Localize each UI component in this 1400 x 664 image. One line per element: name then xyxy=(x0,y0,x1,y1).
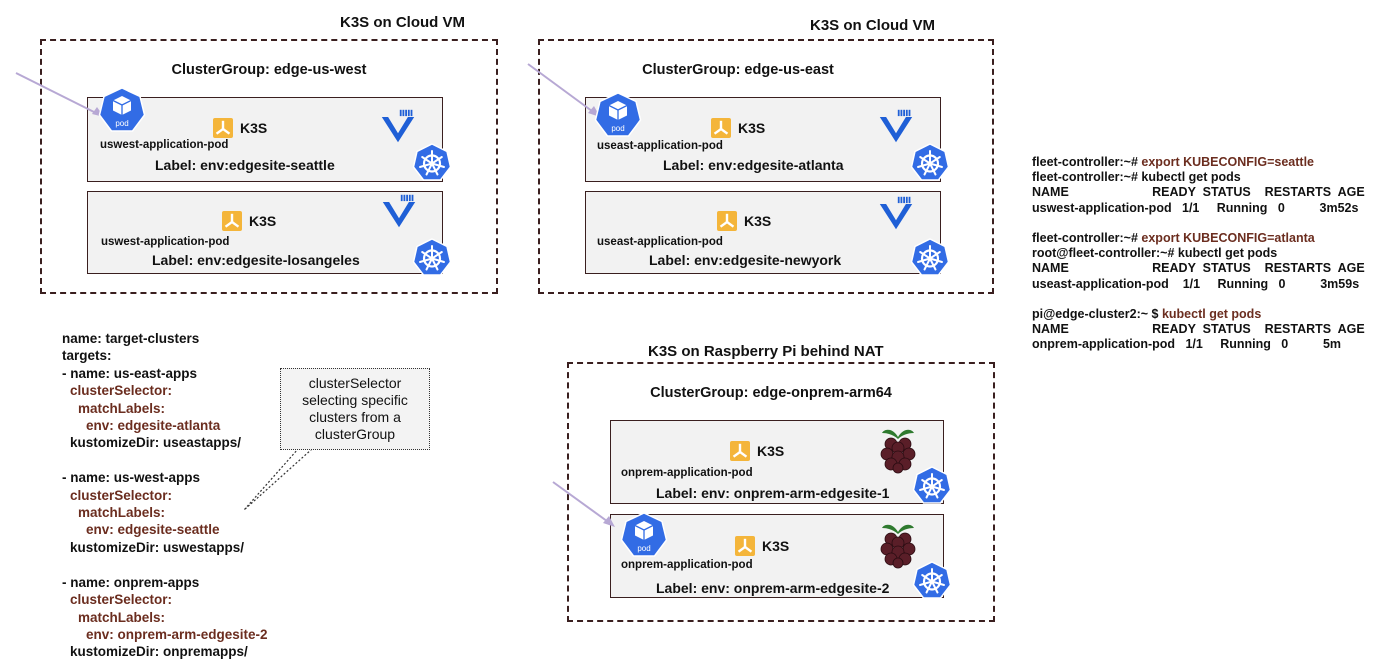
pod-icon-label: pod xyxy=(611,124,625,133)
yaml-line: kustomizeDir: onpremapps/ xyxy=(70,644,248,660)
clustergroup-title-east: ClusterGroup: edge-us-east xyxy=(642,62,834,78)
k3s-label: K3S xyxy=(757,443,785,459)
yaml-line: clusterSelector: xyxy=(70,487,173,503)
vm-box-east xyxy=(538,39,994,294)
pod-icon-east: pod xyxy=(594,92,642,140)
terminal-line: NAME READY STATUS RESTARTS AGE xyxy=(1032,185,1365,200)
callout-pointer xyxy=(243,448,313,511)
terminal-blank xyxy=(1032,216,1365,231)
clustergroup-title-west: ClusterGroup: edge-us-west xyxy=(171,62,367,78)
cluster-label-arm-2: Label: env: onprem-arm-edgesite-2 xyxy=(656,580,890,596)
k3s-icon xyxy=(213,118,233,138)
terminal-blank xyxy=(1032,292,1365,307)
k3s-badge-arm-2: K3S xyxy=(735,536,789,556)
pod-icon-west: pod xyxy=(98,87,146,135)
k3s-icon xyxy=(730,441,750,461)
kubernetes-icon xyxy=(910,143,950,183)
yaml-line: - name: us-west-apps xyxy=(62,470,201,486)
yaml-line: matchLabels: xyxy=(78,400,166,416)
vm-title-east: K3S on Cloud VM xyxy=(810,17,935,34)
terminal-line: fleet-controller:~# kubectl get pods xyxy=(1032,170,1241,185)
yaml-blank xyxy=(62,452,268,469)
cluster-atlanta xyxy=(585,97,941,182)
k3s-label: K3S xyxy=(762,538,790,554)
pod-name-arm-2: onprem-application-pod xyxy=(621,559,753,571)
pod-name-atlanta: useast-application-pod xyxy=(597,140,723,152)
yaml-line: kustomizeDir: uswestapps/ xyxy=(70,539,245,555)
yaml-line: clusterSelector: xyxy=(70,383,173,399)
terminal-line: useast-application-pod 1/1 Running 0 3m5… xyxy=(1032,276,1360,291)
arrow-west xyxy=(15,72,104,117)
k3s-icon xyxy=(711,118,731,138)
yaml-blank xyxy=(62,556,268,573)
pod-name-arm-1: onprem-application-pod xyxy=(621,467,753,479)
rancher-v-icon xyxy=(381,193,417,229)
yaml-line: targets: xyxy=(62,348,112,364)
rancher-v-icon xyxy=(380,108,416,144)
kubernetes-icon xyxy=(412,143,452,183)
cluster-selector-callout: clusterSelector selecting specific clust… xyxy=(280,368,430,450)
callout-line: clusterSelector xyxy=(308,375,402,391)
yaml-line: matchLabels: xyxy=(78,505,166,521)
k3s-label: K3S xyxy=(249,213,277,229)
cluster-label-losangeles: Label: env:edgesite-losangeles xyxy=(152,252,360,268)
callout-line: clusters from a xyxy=(309,409,401,425)
k3s-badge-arm-1: K3S xyxy=(730,441,784,461)
vm-title-onprem: K3S on Raspberry Pi behind NAT xyxy=(648,343,884,360)
arrow-onprem xyxy=(552,481,615,527)
pod-icon-onprem: pod xyxy=(620,512,668,560)
kubernetes-icon xyxy=(912,561,952,601)
k3s-label: K3S xyxy=(240,120,268,136)
k3s-badge-seattle: K3S xyxy=(213,118,267,138)
k3s-icon xyxy=(735,536,755,556)
terminal-line: fleet-controller:~# export KUBECONFIG=se… xyxy=(1032,155,1315,169)
k3s-badge-newyork: K3S xyxy=(717,211,771,231)
cluster-label-newyork: Label: env:edgesite-newyork xyxy=(649,252,842,268)
yaml-line: matchLabels: xyxy=(78,609,166,625)
k3s-icon xyxy=(222,211,242,231)
yaml-line: clusterSelector: xyxy=(70,592,173,608)
terminal-line: onprem-application-pod 1/1 Running 0 5m xyxy=(1032,337,1342,352)
terminal-line: uswest-application-pod 1/1 Running 0 3m5… xyxy=(1032,200,1359,215)
clustergroup-title-onprem: ClusterGroup: edge-onprem-arm64 xyxy=(650,385,892,401)
terminal-line: NAME READY STATUS RESTARTS AGE xyxy=(1032,322,1365,337)
terminal-line: fleet-controller:~# export KUBECONFIG=at… xyxy=(1032,231,1315,246)
vm-box-west xyxy=(40,39,498,294)
yaml-line: - name: us-east-apps xyxy=(62,365,198,381)
pod-icon-label: pod xyxy=(115,119,129,128)
k3s-badge-atlanta: K3S xyxy=(711,118,765,138)
callout-line: clusterGroup xyxy=(314,426,396,442)
terminal-output: fleet-controller:~# export KUBECONFIG=se… xyxy=(1032,155,1365,353)
cluster-seattle xyxy=(87,97,443,182)
vm-title-west: K3S on Cloud VM xyxy=(340,14,465,31)
yaml-line: kustomizeDir: useastapps/ xyxy=(70,435,242,451)
cluster-label-arm-1: Label: env: onprem-arm-edgesite-1 xyxy=(656,485,890,501)
pod-icon-label: pod xyxy=(637,544,651,553)
terminal-line: root@fleet-controller:~# kubectl get pod… xyxy=(1032,246,1278,261)
pod-name-losangeles: uswest-application-pod xyxy=(101,236,230,248)
pod-name-seattle: uswest-application-pod xyxy=(100,139,229,151)
pod-name-newyork: useast-application-pod xyxy=(597,236,723,248)
yaml-line: env: onprem-arm-edgesite-2 xyxy=(86,626,268,642)
cluster-losangeles xyxy=(87,191,443,274)
yaml-line: env: edgesite-seattle xyxy=(86,522,220,538)
cluster-label-atlanta: Label: env:edgesite-atlanta xyxy=(663,157,844,173)
yaml-line: - name: onprem-apps xyxy=(62,574,200,590)
terminal-line: NAME READY STATUS RESTARTS AGE xyxy=(1032,261,1365,276)
rancher-v-icon xyxy=(878,108,914,144)
k3s-label: K3S xyxy=(744,213,772,229)
k3s-icon xyxy=(717,211,737,231)
yaml-line: name: target-clusters xyxy=(62,331,200,346)
callout-line: selecting specific xyxy=(302,392,408,408)
k3s-badge-losangeles: K3S xyxy=(222,211,276,231)
kubernetes-icon xyxy=(412,238,452,278)
yaml-line: env: edgesite-atlanta xyxy=(86,418,221,434)
k3s-label: K3S xyxy=(738,120,766,136)
kubernetes-icon xyxy=(910,238,950,278)
rancher-v-icon xyxy=(878,195,914,231)
cluster-label-seattle: Label: env:edgesite-seattle xyxy=(155,157,335,173)
terminal-line: pi@edge-cluster2:~ $ kubectl get pods xyxy=(1032,307,1262,322)
kubernetes-icon xyxy=(912,466,952,506)
